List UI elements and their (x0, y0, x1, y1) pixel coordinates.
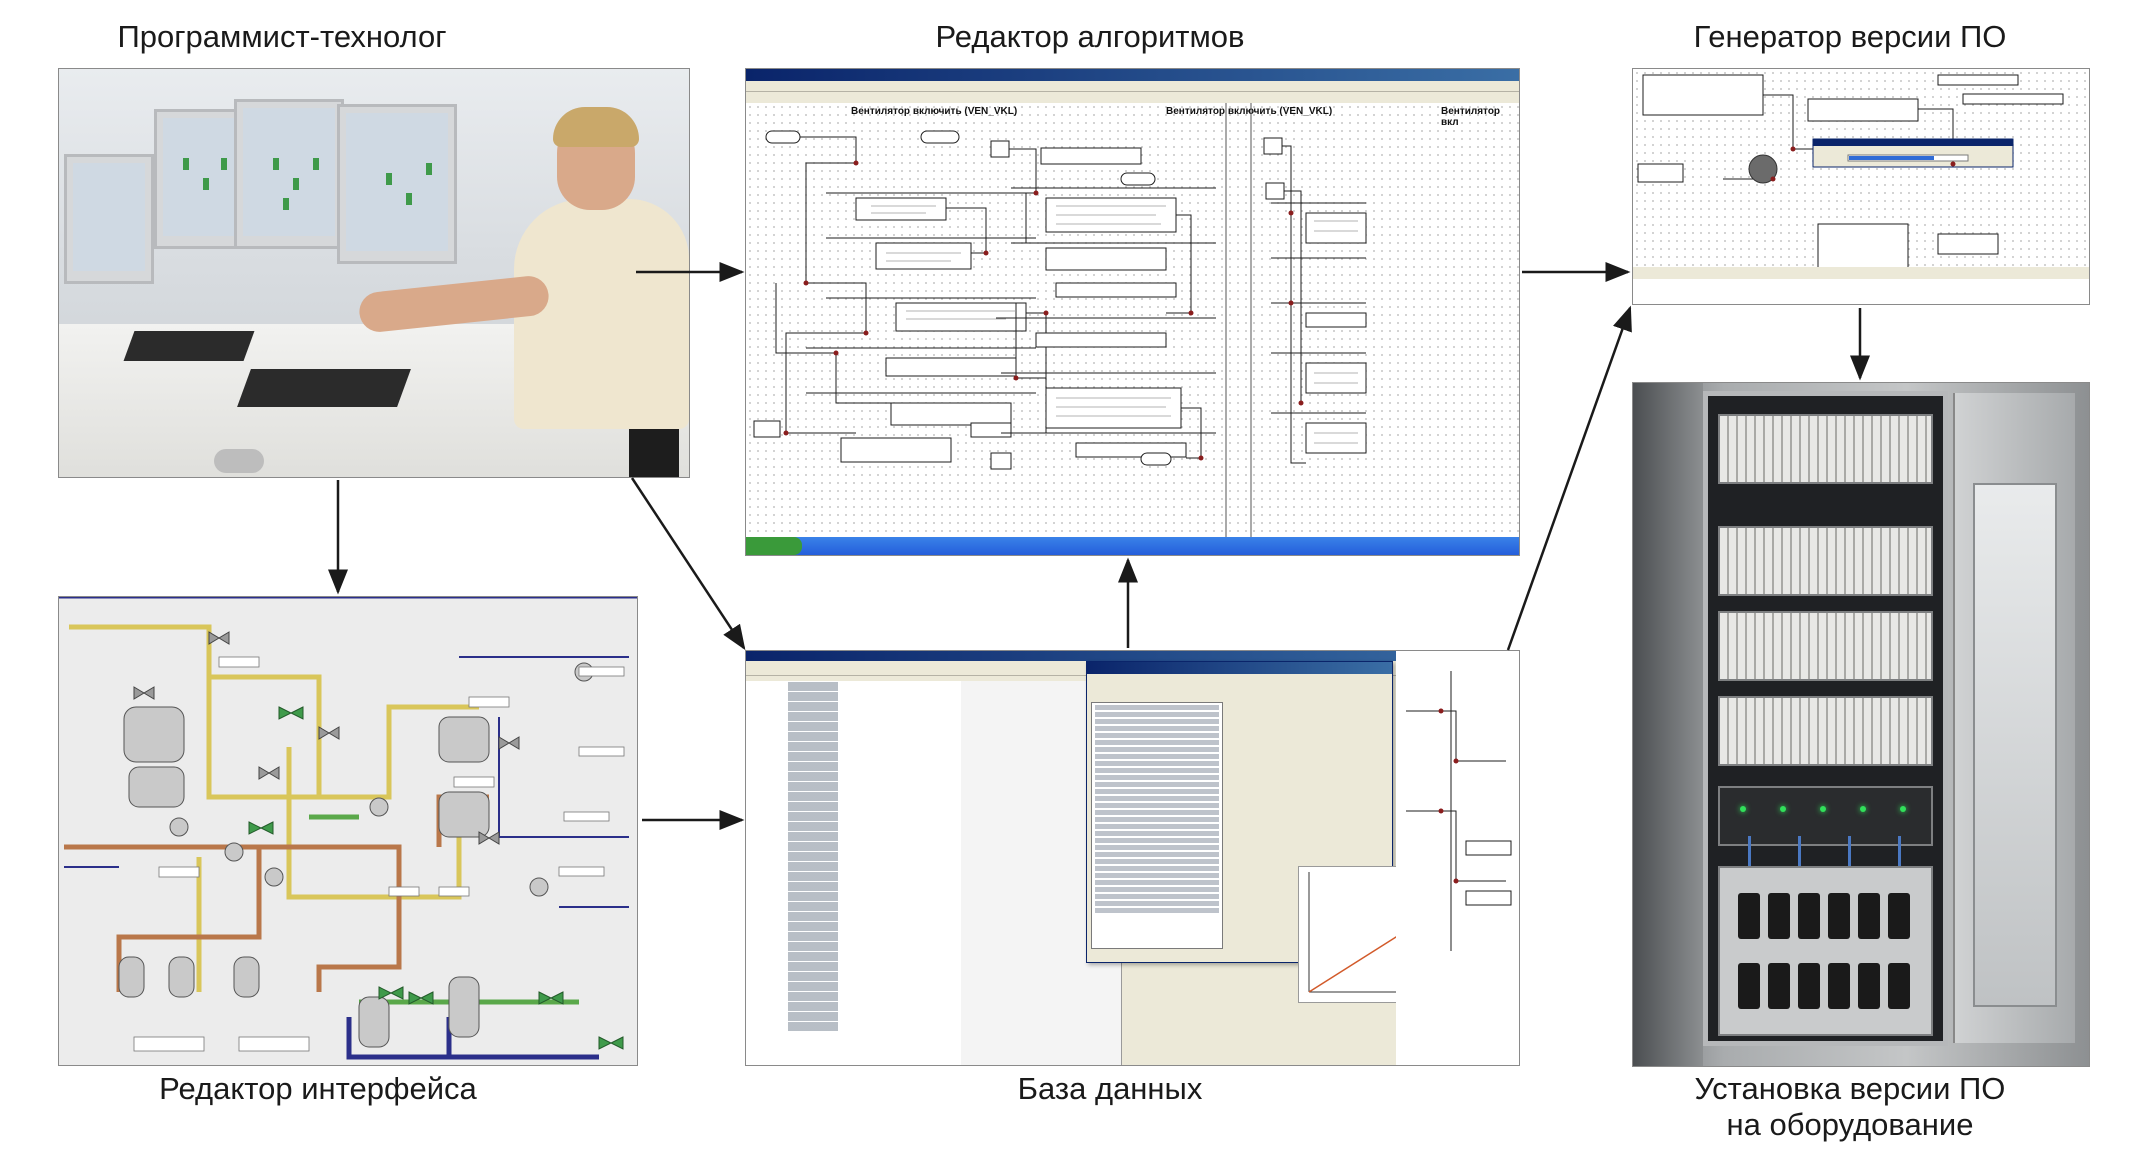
signal-properties-dialog (1086, 661, 1393, 963)
dialog-titlebar (1087, 662, 1392, 674)
keyboard (123, 331, 255, 361)
window-menubar (746, 81, 1519, 92)
person-torso (514, 199, 689, 429)
window-titlebar (746, 69, 1519, 81)
process-schematic (59, 597, 637, 1065)
monitor (154, 109, 246, 249)
monitor (64, 154, 154, 284)
monitor (234, 99, 344, 249)
sheet-title: Вентилятор включить (VEN_VKL) (1166, 106, 1333, 117)
generator-diagram (1633, 74, 2089, 304)
cabinet-open-door (1953, 393, 2075, 1043)
signal-list (1091, 702, 1223, 949)
algorithm-canvas: Вентилятор включить (VEN_VKL) Вентилятор… (746, 103, 1519, 539)
algorithm-flowchart (753, 103, 1367, 539)
caption-algorithm-editor: Редактор алгоритмов (935, 19, 1245, 54)
generator-canvas (1633, 69, 2089, 304)
operator-photo (58, 68, 690, 478)
mouse (214, 449, 264, 473)
os-taskbar (746, 537, 1519, 555)
background-flowchart (1396, 651, 1519, 1065)
caption-programmer: Программист-технолог (117, 19, 447, 54)
monitor (337, 104, 457, 264)
window-titlebar (746, 651, 1519, 661)
arrow-database-to-generator (1506, 305, 1632, 651)
sw-generator-window (1632, 68, 2090, 305)
caption-install-line2: на оборудование (1726, 1107, 1974, 1142)
person-hair (553, 107, 639, 147)
caption-install-line1: Установка версии ПО (1694, 1071, 2006, 1106)
algorithm-editor-window: Вентилятор включить (VEN_VKL) Вентилятор… (745, 68, 1520, 556)
caption-interface-editor: Редактор интерфейса (159, 1071, 477, 1106)
module-rack (1718, 414, 1933, 484)
signal-tree (746, 681, 962, 1065)
sheet-title: Вентилятор вкл (1441, 106, 1501, 128)
start-button (746, 537, 802, 555)
interface-editor-window (58, 596, 638, 1066)
sheet-title: Вентилятор включить (VEN_VKL) (851, 106, 1018, 117)
module-rack (1718, 526, 1933, 596)
control-cabinet-photo (1632, 382, 2090, 1067)
cabinet-left-door (1633, 383, 1703, 1066)
caption-database: База данных (1017, 1071, 1203, 1106)
arrow-photo-to-database (630, 477, 746, 651)
power-plate (1718, 866, 1933, 1036)
module-rack (1718, 611, 1933, 681)
keyboard (237, 369, 411, 407)
cabinet-frame (1703, 391, 1948, 1046)
database-window (745, 650, 1520, 1066)
caption-sw-generator: Генератор версии ПО (1693, 19, 2007, 54)
terminal-row (1718, 786, 1933, 846)
module-rack (1718, 696, 1933, 766)
